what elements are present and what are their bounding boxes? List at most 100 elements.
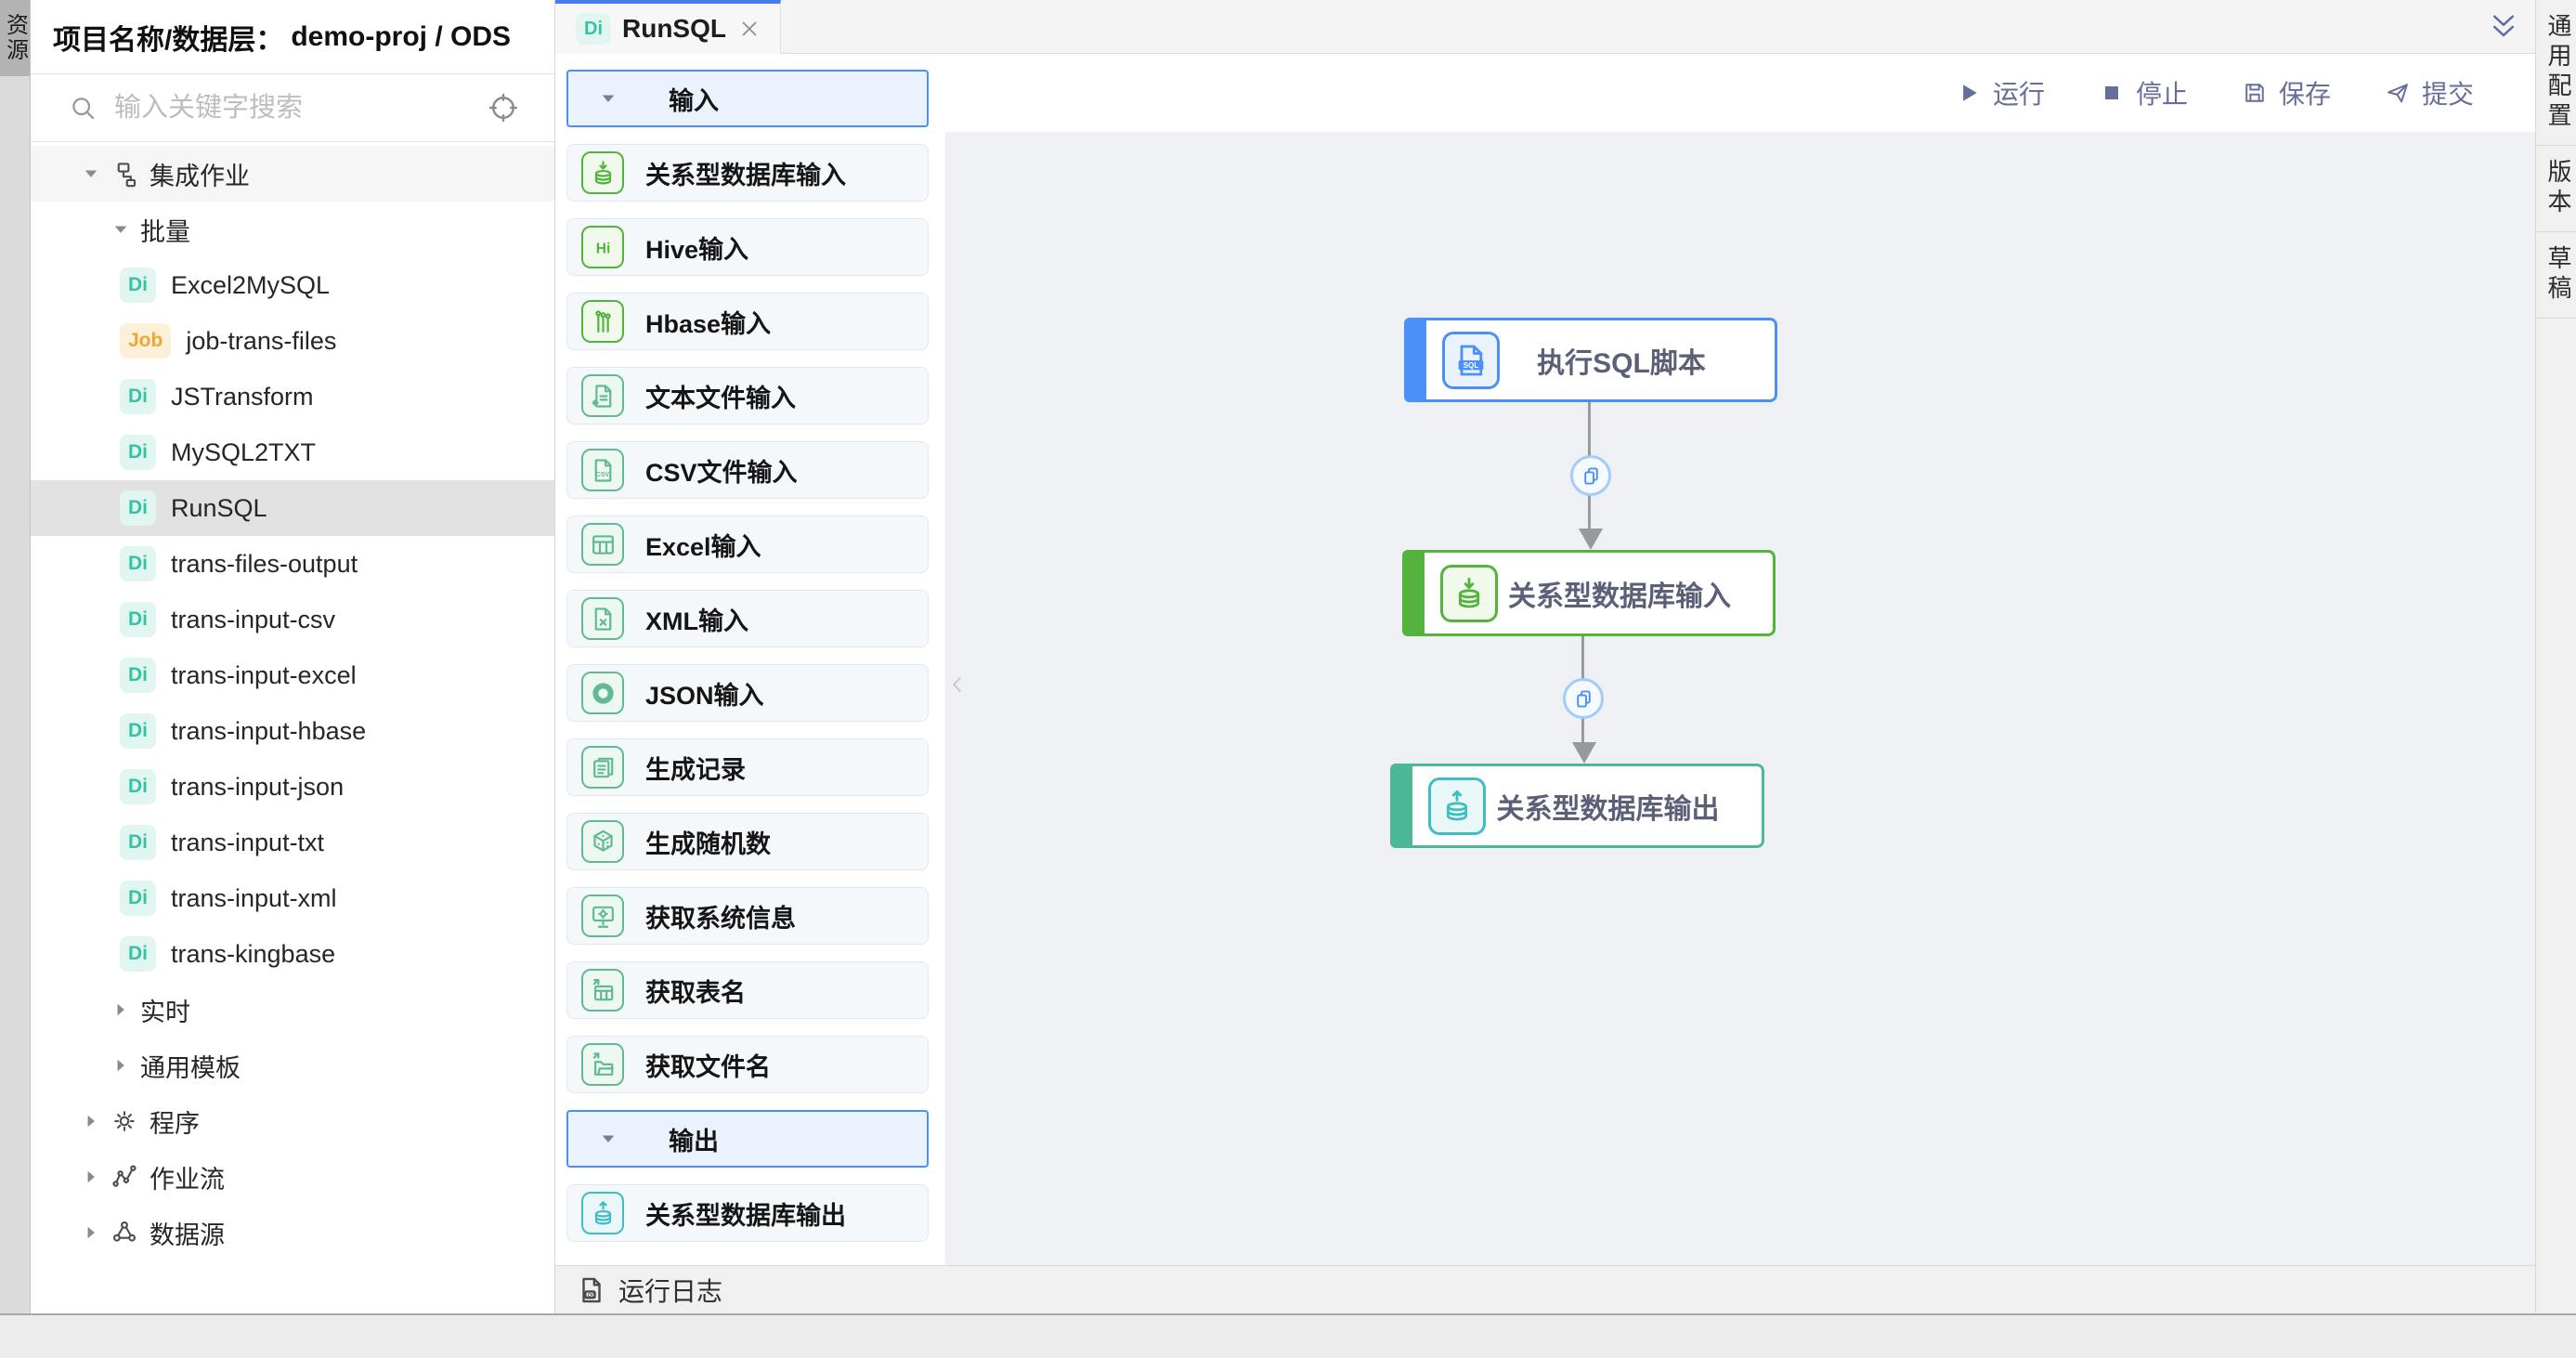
- edge-arrowhead: [1579, 529, 1603, 550]
- sidebar: 项目名称/数据层： demo-proj / ODS 集成作业批量DiExcel2…: [31, 0, 555, 1313]
- tree-item-实时[interactable]: 实时: [31, 982, 554, 1038]
- tree-item-label: trans-input-hbase: [171, 716, 367, 745]
- caret-down-icon[interactable]: [109, 217, 133, 242]
- node-accent-bar: [1402, 550, 1425, 636]
- palette-item[interactable]: 关系型数据库输入: [566, 144, 929, 202]
- save-button[interactable]: 保存: [2242, 74, 2331, 111]
- run-button[interactable]: 运行: [1956, 74, 2045, 111]
- palette-item[interactable]: 文本文件输入: [566, 367, 929, 424]
- palette-section-header-0[interactable]: 输入: [566, 70, 929, 127]
- tree-item-label: 实时: [140, 998, 190, 1026]
- svg-text:SQL: SQL: [1464, 361, 1479, 370]
- right-rail-tab-1[interactable]: 版本: [2536, 146, 2576, 232]
- type-badge: Di: [120, 658, 156, 693]
- left-rail-tab-resources[interactable]: 资源: [0, 0, 30, 76]
- caret-right-icon[interactable]: [109, 998, 133, 1022]
- canvas-node-2[interactable]: 关系型数据库输入: [1402, 550, 1776, 636]
- tab-runsql[interactable]: Di RunSQL: [555, 0, 781, 54]
- toolbar-button-label: 提交: [2421, 80, 2474, 109]
- tree-item-作业流[interactable]: 作业流: [31, 1149, 554, 1205]
- palette-item[interactable]: Excel输入: [566, 516, 929, 573]
- tree-item-label: 集成作业: [150, 162, 250, 190]
- caret-down-icon[interactable]: [79, 162, 103, 186]
- palette-item-label: Hbase输入: [645, 309, 772, 338]
- caret-right-icon[interactable]: [79, 1221, 103, 1245]
- canvas-node-3[interactable]: 关系型数据库输出: [1390, 764, 1764, 848]
- palette-item[interactable]: 获取表名: [566, 961, 929, 1019]
- tree-item-label: trans-input-json: [171, 772, 345, 801]
- tree-item-集成作业[interactable]: 集成作业: [31, 146, 554, 202]
- tree-item-label: 批量: [140, 217, 190, 246]
- edge-link-badge[interactable]: [1570, 455, 1611, 496]
- left-rail: 资源: [0, 0, 31, 1313]
- search-input[interactable]: [114, 80, 452, 136]
- docs-icon: [581, 746, 624, 789]
- project-title-label: 项目名称/数据层：: [53, 24, 284, 56]
- type-badge: Di: [120, 602, 156, 637]
- run-log-bar[interactable]: LOG 运行日志: [555, 1265, 2535, 1313]
- caret-down-icon: [596, 1127, 620, 1151]
- node-accent-bar: [1404, 318, 1426, 402]
- type-badge: Di: [120, 379, 156, 414]
- palette-section-header-1[interactable]: 输出: [566, 1110, 929, 1168]
- db-upload-icon: [581, 1192, 624, 1234]
- db-download-icon: [1440, 564, 1498, 622]
- window-bottom-band: [0, 1313, 2576, 1358]
- table-arrow-icon: [581, 969, 624, 1012]
- tree-item-程序[interactable]: 程序: [31, 1093, 554, 1149]
- palette-item[interactable]: 关系型数据库输出: [566, 1184, 929, 1242]
- run-icon: [1956, 80, 1982, 106]
- palette-item[interactable]: 获取文件名: [566, 1036, 929, 1093]
- palette-item[interactable]: Hbase输入: [566, 293, 929, 350]
- edge-link-badge[interactable]: [1563, 678, 1604, 719]
- right-rail: 通用配置版本草稿: [2535, 0, 2576, 1313]
- file-xml-icon: [581, 597, 624, 640]
- tree-item-数据源[interactable]: 数据源: [31, 1205, 554, 1260]
- caret-right-icon[interactable]: [79, 1109, 103, 1133]
- palette-item[interactable]: 获取系统信息: [566, 887, 929, 945]
- right-rail-tab-2[interactable]: 草稿: [2536, 232, 2576, 319]
- tree-item-批量[interactable]: 批量: [31, 202, 554, 257]
- tree-item-通用模板[interactable]: 通用模板: [31, 1038, 554, 1093]
- palette-item[interactable]: 生成记录: [566, 738, 929, 796]
- submit-button[interactable]: 提交: [2385, 74, 2474, 111]
- locate-icon[interactable]: [488, 92, 519, 124]
- tree-item-label: MySQL2TXT: [171, 437, 317, 466]
- stop-button[interactable]: 停止: [2099, 74, 2188, 111]
- palette-item[interactable]: 生成随机数: [566, 813, 929, 870]
- caret-right-icon[interactable]: [79, 1165, 103, 1189]
- toolbar-button-label: 保存: [2278, 80, 2331, 109]
- right-rail-tab-0[interactable]: 通用配置: [2536, 0, 2576, 146]
- org-chart-icon: [111, 160, 138, 188]
- tab-label: RunSQL: [622, 14, 726, 43]
- caret-right-icon[interactable]: [109, 1053, 133, 1077]
- palette-item-label: CSV文件输入: [645, 458, 798, 487]
- hive-icon: Hi: [581, 226, 624, 268]
- palette-item[interactable]: XML输入: [566, 590, 929, 647]
- link-copy-icon: [1579, 464, 1604, 489]
- close-icon[interactable]: [737, 17, 761, 41]
- palette-item[interactable]: JSON输入: [566, 664, 929, 722]
- double-chevron-down-icon[interactable]: [2487, 10, 2520, 44]
- collapse-palette-handle[interactable]: [945, 652, 969, 717]
